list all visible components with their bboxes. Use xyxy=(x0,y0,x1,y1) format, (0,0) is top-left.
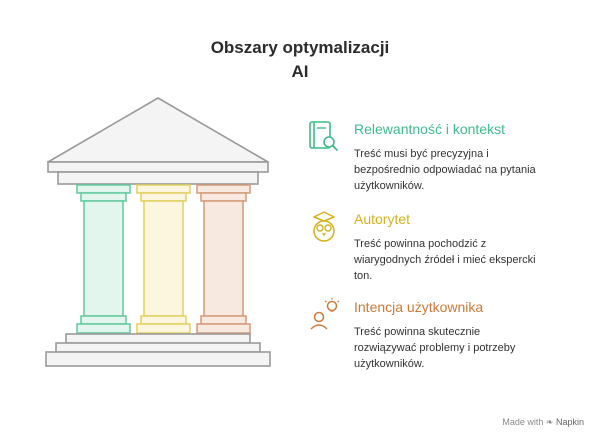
diagram-title: Obszary optymalizacji AI xyxy=(150,36,450,84)
napkin-watermark: Made with ❧ Napkin xyxy=(502,417,584,428)
item-description: Treść musi być precyzyjna i bezpośrednio… xyxy=(354,148,536,192)
item-description: Treść powinna pochodzić z wiarygodnych ź… xyxy=(354,238,536,282)
owl-icon xyxy=(313,211,335,242)
brand-label: Napkin xyxy=(555,417,584,427)
temple-architrave xyxy=(57,171,259,185)
pillar-yellow xyxy=(136,184,191,334)
temple-roof xyxy=(47,97,269,163)
item-heading: Intencja użytkownika xyxy=(354,299,484,315)
napkin-logo-icon: ❧ xyxy=(545,417,554,427)
item-description: Treść powinna skutecznie rozwiązywać pro… xyxy=(354,326,516,370)
pillar-green xyxy=(76,184,131,334)
temple-step-2 xyxy=(55,342,261,353)
temple-step-3 xyxy=(45,351,271,367)
temple-roof-base xyxy=(47,161,269,173)
temple-step-1 xyxy=(65,333,251,344)
title-line-1: Obszary optymalizacji xyxy=(210,38,390,57)
item-heading: Relewantność i kontekst xyxy=(354,121,505,137)
made-with-label: Made with xyxy=(502,417,544,427)
item-heading: Autorytet xyxy=(354,211,411,227)
person-idea-icon xyxy=(310,298,340,330)
pillar-orange xyxy=(196,184,251,334)
title-line-2: AI xyxy=(291,62,309,81)
book-search-icon xyxy=(309,121,338,151)
